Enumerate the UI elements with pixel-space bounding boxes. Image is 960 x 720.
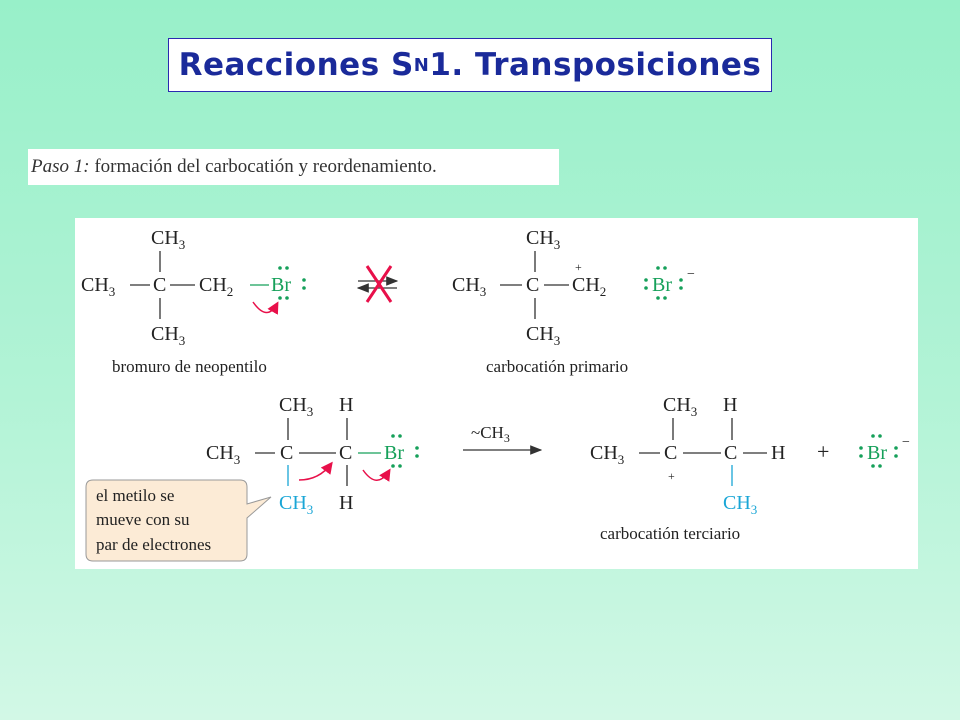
curved-arrow-3 [298, 461, 333, 481]
h-top-4: H [723, 394, 737, 416]
label-tertiary: carbocatión terciario [600, 524, 740, 543]
title-main: Reacciones S [178, 47, 414, 83]
c-secondary-3: C [339, 442, 352, 464]
ch3-top-3: CH3 [279, 394, 313, 419]
blocked-equilibrium [356, 265, 399, 303]
bromide-ion-1: Br − [644, 266, 695, 300]
step-text: formación del carbocatión y reordenamien… [89, 156, 437, 177]
c-center-1: C [153, 274, 166, 296]
plus-charge-1: + [575, 260, 582, 274]
ch3-left-2: CH3 [452, 274, 486, 299]
rearranging-cation: CH3 H CH3 C C Br CH3 H [206, 394, 419, 517]
title-rest: 1. Transposiciones [429, 47, 762, 83]
callout-line-1: el metilo se [96, 486, 174, 505]
h-top-3: H [339, 394, 353, 416]
methyl-shift-arrow: ~CH3 [463, 423, 543, 455]
plus-charge-2: + [668, 469, 675, 483]
br-atom-3: Br [384, 442, 404, 464]
ch3-left-4: CH3 [590, 442, 624, 467]
minus-charge-2: − [902, 435, 910, 450]
ch3-migrating-3: CH3 [279, 492, 313, 517]
ch3-bottom-2: CH3 [526, 323, 560, 348]
ch2-1: CH2 [199, 274, 233, 299]
label-migration: ~CH3 [471, 423, 510, 445]
minus-charge-1: − [687, 267, 695, 282]
callout-bubble: el metilo se mueve con su par de electro… [85, 479, 272, 562]
step-label: Paso 1: [31, 156, 90, 177]
primary-carbocation: CH3 CH3 C + CH2 CH3 carbocatión primario [452, 227, 628, 376]
h-bottom-3: H [339, 492, 353, 514]
c-quaternary-3: C [280, 442, 293, 464]
c-center-2: C [526, 274, 539, 296]
callout-line-3: par de electrones [96, 535, 211, 554]
bromide-ion-2: Br − [859, 434, 910, 468]
tertiary-carbocation: CH3 H CH3 C + C H CH3 carbocatión tercia… [590, 394, 785, 543]
curved-arrow-2 [362, 468, 391, 482]
br-atom-2: Br [652, 274, 672, 296]
ch3-top-1: CH3 [151, 227, 185, 252]
label-neopentyl: bromuro de neopentilo [112, 357, 267, 376]
ch3-bottom-1: CH3 [151, 323, 185, 348]
reaction-scheme: CH3 CH3 C CH2 Br CH3 bromuro de neopenti… [75, 218, 918, 569]
callout-line-2: mueve con su [96, 510, 190, 529]
br-atom-4: Br [867, 442, 887, 464]
ch2-2: CH2 [572, 274, 606, 299]
ch3-left-1: CH3 [81, 274, 115, 299]
curved-arrow-1 [252, 301, 279, 315]
br-atom-1: Br [271, 274, 291, 296]
neopentyl-bromide: CH3 CH3 C CH2 Br CH3 bromuro de neopenti… [81, 227, 306, 376]
ch3-top-2: CH3 [526, 227, 560, 252]
c-tertiary-4: C [664, 442, 677, 464]
ch3-migrated-4: CH3 [723, 492, 757, 517]
label-primary: carbocatión primario [486, 357, 628, 376]
ch3-top-4: CH3 [663, 394, 697, 419]
title-subscript: N [413, 54, 430, 76]
br-lone-pairs-1 [278, 266, 306, 300]
step-caption: Paso 1: formación del carbocatión y reor… [28, 149, 559, 185]
plus-sign: + [817, 439, 829, 464]
h-right-4: H [771, 442, 785, 464]
reaction-diagram: CH3 CH3 C CH2 Br CH3 bromuro de neopenti… [81, 227, 910, 562]
ch3-left-3: CH3 [206, 442, 240, 467]
br-lone-pairs-3 [391, 434, 419, 468]
c-secondary-4: C [724, 442, 737, 464]
